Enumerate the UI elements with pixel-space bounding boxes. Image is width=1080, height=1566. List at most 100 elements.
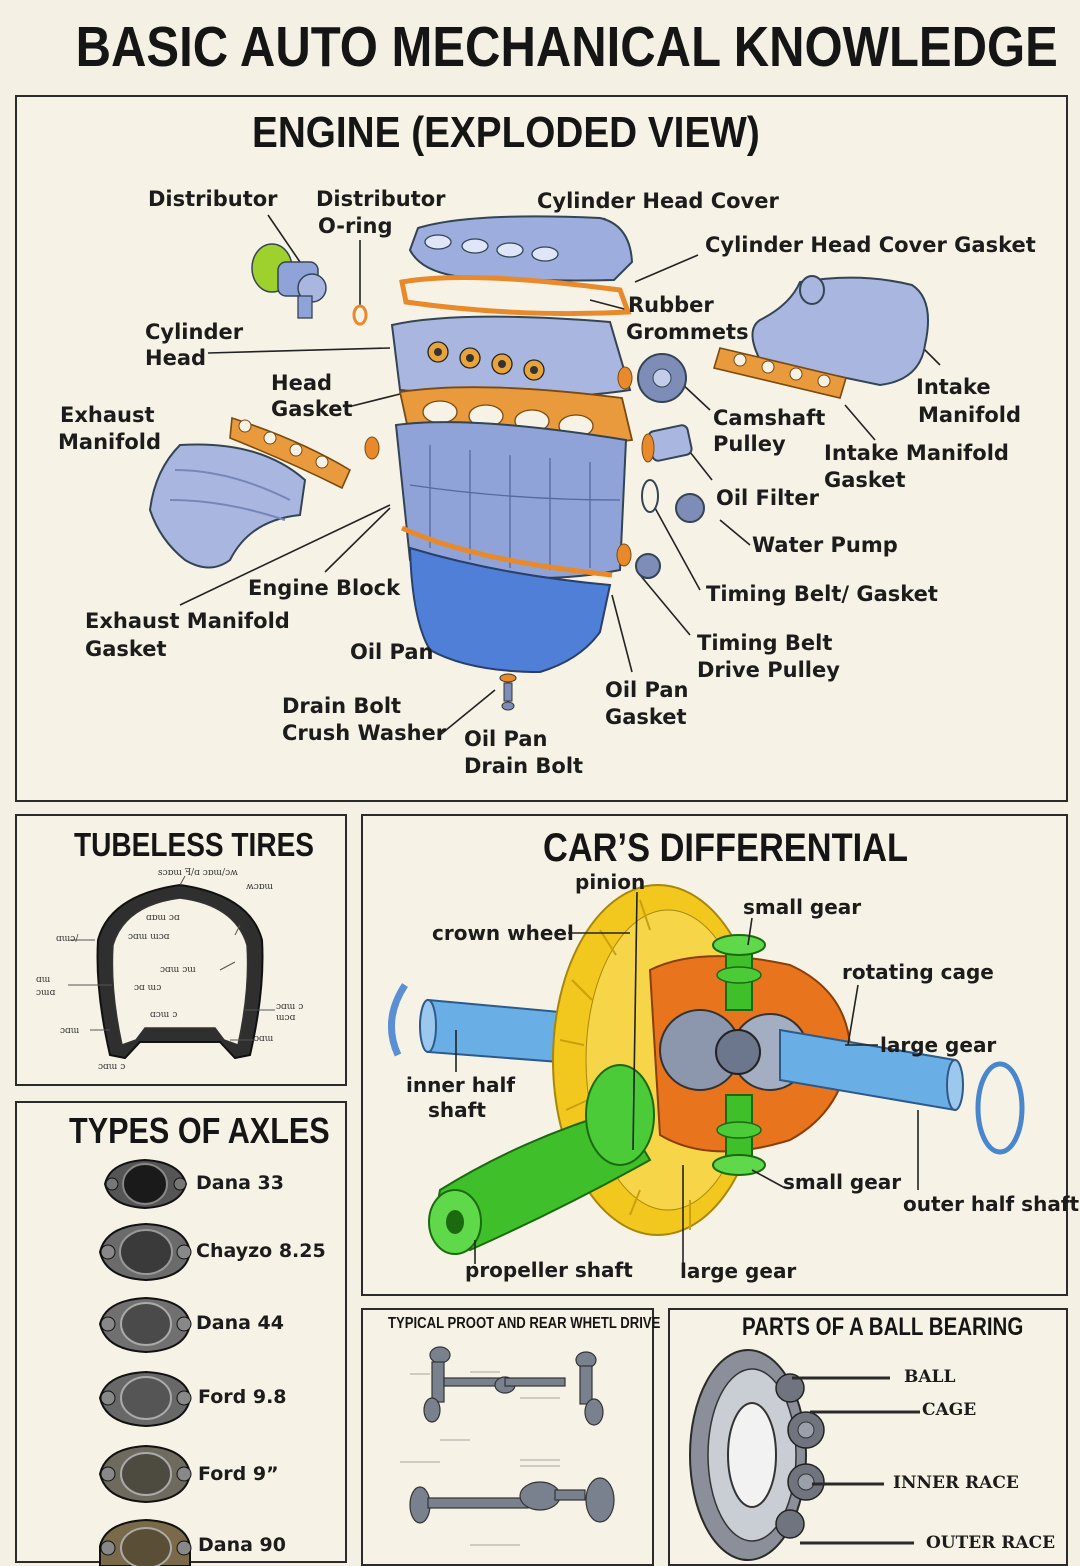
label-distributor: Distributor bbox=[148, 187, 278, 211]
diff-label-large-gear-bottom: large gear bbox=[680, 1259, 797, 1283]
tire-squiggle-label-7: ɑɯ bbox=[36, 975, 51, 985]
axle-icon-ford9 bbox=[98, 1444, 192, 1504]
tire-squiggle-label-1: ꜱɔɒɯ ꟻ/ɑ ɔɒɯ/ɔʍ bbox=[158, 868, 238, 878]
axle-label-5: Ford 9” bbox=[198, 1463, 279, 1485]
label-intake-manifold-1: Intake bbox=[916, 375, 991, 399]
bearing-label-inner-race: INNER RACE bbox=[893, 1473, 1019, 1493]
axle-label-3: Dana 44 bbox=[196, 1312, 284, 1334]
diff-label-large-gear-right: large gear bbox=[880, 1033, 997, 1057]
label-intake-gasket-1: Intake Manifold bbox=[824, 441, 1009, 465]
engine-title: ENGINE (EXPLODED VIEW) bbox=[252, 108, 760, 157]
tire-squiggle-label-14: ɔɑɯ bbox=[254, 1034, 274, 1044]
axle-icon-chayzo bbox=[98, 1222, 192, 1282]
tire-squiggle-label-8: ɔɯɑ bbox=[36, 988, 56, 998]
tire-squiggle-label-6: ɔɑɯ ɔɯ bbox=[160, 965, 196, 975]
diff-label-pinion: pinion bbox=[575, 870, 646, 894]
axle-label-6: Dana 90 bbox=[198, 1534, 286, 1556]
label-oil-filter: Oil Filter bbox=[716, 486, 819, 510]
axle-icon-dana44 bbox=[98, 1296, 192, 1354]
label-cylinder-head-2: Head bbox=[145, 346, 207, 370]
label-oil-pan-gasket-2: Gasket bbox=[605, 705, 687, 729]
axle-icon-dana90 bbox=[99, 1518, 192, 1566]
diff-label-small-gear-bottom: small gear bbox=[783, 1170, 902, 1194]
drive-panel bbox=[361, 1308, 654, 1566]
timing-pulley-part bbox=[635, 553, 661, 579]
label-head-gasket-2: Gasket bbox=[271, 397, 353, 421]
differential-leader-lines bbox=[455, 891, 919, 1265]
label-water-pump: Water Pump bbox=[752, 533, 898, 557]
bearing-leader-lines bbox=[792, 1376, 920, 1545]
differential-title: CAR’S DIFFERENTIAL bbox=[543, 826, 909, 870]
label-distributor-oring-2: O-ring bbox=[318, 214, 393, 238]
label-timing-pulley-2: Drive Pulley bbox=[697, 658, 840, 682]
drive-title: TYPICAL PROOT AND REAR WHETL DRIVE bbox=[388, 1315, 661, 1332]
label-intake-gasket-2: Gasket bbox=[824, 468, 906, 492]
label-drain-washer-1: Drain Bolt bbox=[282, 694, 402, 718]
tire-squiggle-label-3: ɑɒɯ ɔɑ bbox=[146, 913, 180, 923]
label-exhaust-manifold-2: Manifold bbox=[58, 430, 162, 454]
diff-label-inner-2: shaft bbox=[428, 1098, 486, 1122]
timing-gasket-part bbox=[616, 543, 632, 567]
axle-label-4: Ford 9.8 bbox=[198, 1386, 287, 1408]
diff-label-crown-wheel: crown wheel bbox=[432, 921, 574, 945]
distributor-oring-part bbox=[352, 304, 368, 326]
oil-pan-gasket-part bbox=[400, 525, 613, 578]
tire-squiggle-label-11: ɔɑɯ ɔ bbox=[276, 1002, 304, 1012]
tire-squiggle-label-9: ɔɑ ɯɔ bbox=[134, 983, 162, 993]
label-exhaust-gasket-2: Gasket bbox=[85, 637, 167, 661]
label-camshaft-1: Camshaft bbox=[713, 406, 826, 430]
tire-squiggle-label-4: ɔɑɯ ɯɔɑ bbox=[128, 932, 170, 942]
diff-label-outer-half-shaft: outer half shaft bbox=[903, 1192, 1080, 1216]
label-drain-bolt-1: Oil Pan bbox=[464, 727, 548, 751]
bearing-label-cage: CAGE bbox=[922, 1400, 977, 1420]
tire-squiggle-label-13: ɔɑɯ bbox=[60, 1026, 80, 1036]
bearing-label-ball: BALL bbox=[904, 1367, 956, 1387]
diff-label-rotating-cage: rotating cage bbox=[842, 960, 994, 984]
label-cylinder-head-cover: Cylinder Head Cover bbox=[537, 189, 779, 213]
oil-pan-part bbox=[408, 546, 612, 674]
intake-manifold-part bbox=[751, 275, 929, 387]
label-intake-manifold-2: Manifold bbox=[918, 403, 1022, 427]
label-drain-bolt-2: Drain Bolt bbox=[464, 754, 584, 778]
label-timing-belt-gasket: Timing Belt/ Gasket bbox=[706, 582, 938, 606]
oil-filter-part bbox=[641, 424, 693, 463]
label-distributor-oring-1: Distributor bbox=[316, 187, 446, 211]
bearing-inner-race-part bbox=[727, 1402, 777, 1508]
water-pump-part bbox=[641, 479, 705, 523]
label-cover-gasket: Cylinder Head Cover Gasket bbox=[705, 233, 1036, 257]
tire-squiggle-label-5: ɑɯɔ/ bbox=[56, 934, 79, 944]
label-drain-washer-2: Crush Washer bbox=[282, 721, 447, 745]
label-exhaust-gasket-1: Exhaust Manifold bbox=[85, 609, 290, 633]
label-oil-pan: Oil Pan bbox=[350, 640, 434, 664]
diff-label-small-gear-top: small gear bbox=[743, 895, 862, 919]
exhaust-gasket-part bbox=[229, 416, 352, 490]
label-exhaust-manifold-1: Exhaust bbox=[60, 403, 155, 427]
label-rubber-1: Rubber bbox=[628, 293, 714, 317]
diff-label-propeller-shaft: propeller shaft bbox=[465, 1258, 633, 1282]
label-camshaft-2: Pulley bbox=[713, 432, 786, 456]
axle-label-2: Chayzo 8.25 bbox=[196, 1240, 326, 1262]
label-engine-block: Engine Block bbox=[248, 576, 401, 600]
axle-label-1: Dana 33 bbox=[196, 1172, 284, 1194]
main-title: BASIC AUTO MECHANICAL KNOWLEDGE bbox=[75, 15, 1058, 79]
tires-title: TUBELESS TIRES bbox=[74, 826, 315, 863]
bearing-title: PARTS OF A BALL BEARING bbox=[742, 1313, 1024, 1341]
bearing-label-outer-race: OUTER RACE bbox=[926, 1533, 1056, 1553]
label-cylinder-head-1: Cylinder bbox=[145, 320, 244, 344]
tire-squiggle-label-2: ʍɔɒɯ bbox=[246, 882, 274, 892]
distributor-part bbox=[251, 243, 327, 319]
label-head-gasket-1: Head bbox=[271, 371, 333, 395]
label-oil-pan-gasket-1: Oil Pan bbox=[605, 678, 689, 702]
tire-squiggle-label-10: ɑɔɯ ɔ bbox=[150, 1010, 178, 1020]
intake-gasket-part bbox=[712, 347, 848, 399]
axles-title: TYPES OF AXLES bbox=[69, 1110, 330, 1151]
cover-gasket-part bbox=[399, 275, 632, 317]
label-timing-pulley-1: Timing Belt bbox=[697, 631, 833, 655]
tire-squiggle-label-12: ɯɔɑ bbox=[276, 1013, 296, 1023]
